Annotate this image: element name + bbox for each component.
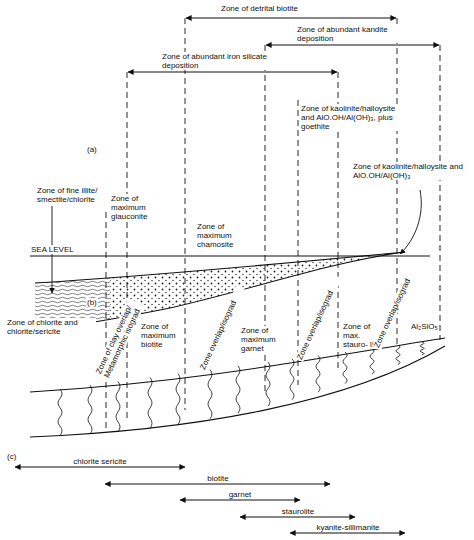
- zone-label: Zone of maximum biotite: [140, 322, 184, 349]
- part-label: (a): [86, 145, 98, 154]
- zone-label: Zone of maximum glauconite: [110, 194, 170, 221]
- bracket-label: Zone of detrital biotite: [220, 4, 362, 13]
- isograd-line: [396, 345, 400, 364]
- isograd-label: Zone overlap/isograd: [295, 275, 342, 362]
- isograd-line: [176, 374, 180, 425]
- isograd-line: [370, 348, 374, 374]
- range-brackets: [128, 18, 439, 72]
- isograd-line: [236, 366, 240, 413]
- isograd-line: [148, 377, 152, 428]
- leader-arrows: [52, 190, 421, 293]
- metamorphic-slab: [30, 338, 445, 437]
- zone-label: Zone of fine illite/ smectite/chlorite: [36, 186, 104, 204]
- isograd-line: [58, 389, 62, 435]
- isograd-line: [343, 352, 347, 384]
- zone-label: Zone of maximum garnet: [240, 326, 284, 353]
- zone-label: Zone of chlorite and chlorite/sericite: [6, 318, 96, 336]
- isograd-label: Zone overlap/isograd: [372, 263, 419, 350]
- part-label: (b): [86, 298, 98, 307]
- isograd-line: [116, 382, 120, 432]
- part-label: (c): [6, 452, 17, 461]
- mineral-range-label: staurolite: [281, 507, 315, 516]
- mineral-range-label: biotite: [206, 474, 229, 483]
- zone-label: Al₂SiO₅: [410, 322, 439, 331]
- zone-label: Zone of kaolinite/halloysite and AlO.OH/…: [352, 162, 466, 180]
- mineral-range-bars: [15, 467, 405, 533]
- mineral-range-label: kyanite-sillimanite: [315, 523, 380, 532]
- zone-label: Zone of maximum chamosite: [196, 222, 258, 249]
- mineral-range-label: chlorite sericite: [72, 457, 127, 466]
- bracket-label: Zone of abundant iron silicate depositio…: [161, 52, 303, 70]
- isograd-line: [420, 342, 424, 355]
- isograd-line: [88, 385, 92, 434]
- zone-label: Zone of kaolinite/halloysite and AlO.OH/…: [300, 104, 402, 131]
- bracket-label: Zone of abundant kandite deposition: [296, 25, 408, 43]
- isograd-line: [316, 356, 320, 393]
- isograd-line: [266, 362, 270, 406]
- zone-boundaries: [106, 18, 440, 432]
- sea-level-label: SEA LEVEL: [30, 245, 75, 254]
- isograd-line: [290, 359, 294, 400]
- isograd-line: [208, 370, 212, 419]
- mineral-range-label: garnet: [228, 490, 253, 499]
